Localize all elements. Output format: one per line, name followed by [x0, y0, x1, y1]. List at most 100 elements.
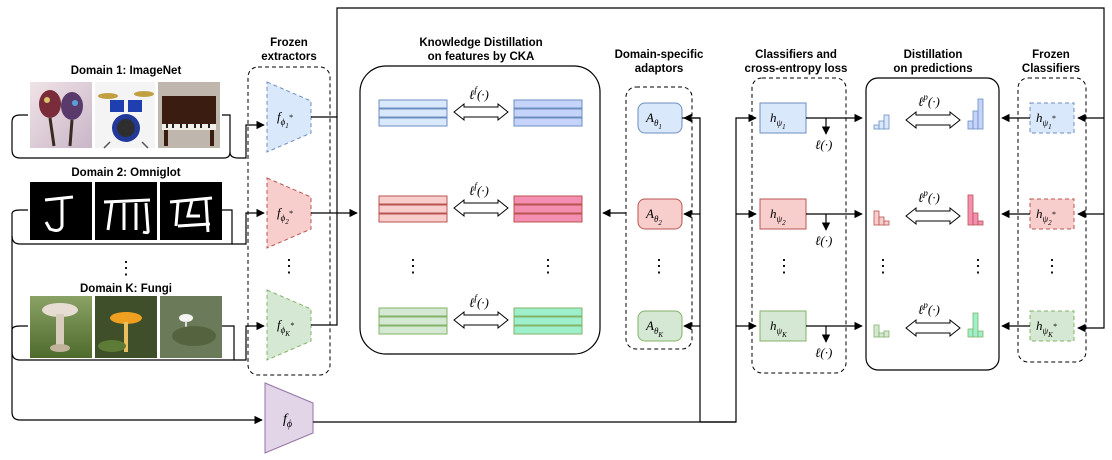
frozen-classifier-1: hψ1* [1029, 102, 1075, 134]
domain-1-images [30, 82, 220, 149]
svg-text:Domain-specific: Domain-specific [615, 49, 704, 61]
svg-text:Frozen: Frozen [270, 37, 308, 49]
domain-2-label: Domain 2: Omniglot [71, 167, 180, 179]
svg-text:Knowledge Distillation: Knowledge Distillation [419, 37, 542, 49]
ce-loss-label-2: ℓ(·) [815, 233, 832, 248]
teacher-feature-bar [513, 325, 583, 335]
teacher-feature-bar [513, 117, 583, 127]
fungi-image-2 [95, 296, 157, 358]
teacher-feature-bar [513, 316, 583, 326]
pred-ellipsis-left: ⋮ [874, 256, 892, 276]
drum-kit-image [95, 82, 155, 149]
svg-text:Classifiers and: Classifiers and [755, 49, 837, 61]
classifier-2: hψ2 ℓ(·) [759, 198, 863, 248]
adaptor-label-1: Aθ1 [645, 110, 662, 131]
adaptor-2: Aθ2 [637, 198, 683, 230]
student-extractor: fϕ [264, 382, 314, 454]
student-extractor-label: fϕ [283, 412, 292, 430]
feature-kd-arrow-1 [453, 102, 509, 122]
fungi-image-1 [30, 296, 92, 358]
teacher-pred-bar [977, 220, 984, 226]
piano-image [158, 82, 220, 148]
frozen-classifiers-group [1017, 77, 1087, 363]
connectors [11, 7, 1105, 425]
teacher-extractor-label-1: fϕ1* [277, 109, 293, 130]
teacher-pred-bar [977, 330, 984, 338]
title-frozen-classifiers: Frozen Classifiers [1022, 49, 1080, 75]
kd-ellipsis-left: ⋮ [404, 256, 422, 276]
student-pred-bar [878, 332, 885, 338]
prediction-loss-label-2: ℓp(·) [918, 188, 940, 205]
kd-ellipsis-right: ⋮ [539, 256, 557, 276]
classifier-1: hψ1 ℓ(·) [759, 102, 863, 152]
svg-text:cross-entropy loss: cross-entropy loss [745, 63, 848, 75]
prediction-loss-label-3: ℓp(·) [918, 300, 940, 317]
prediction-kd-arrow-3 [905, 318, 961, 338]
svg-text:on predictions: on predictions [893, 63, 972, 75]
prediction-kd-arrow-2 [905, 206, 961, 226]
domain-1-label: Domain 1: ImageNet [71, 65, 182, 77]
kd-features-group [359, 65, 601, 355]
teacher-extractor-label-2: fϕ2* [277, 205, 293, 226]
teacher-pred-bar [967, 120, 974, 130]
feature-kd-arrow-3 [453, 310, 509, 330]
frozen-classifier-label-1: hψ1* [1036, 110, 1056, 131]
adaptor-label-2: Aθ2 [645, 206, 662, 227]
title-adaptors: Domain-specific adaptors [615, 49, 704, 75]
student-pred-bar [873, 124, 880, 130]
adaptor-1: Aθ1 [637, 102, 683, 134]
teacher-pred-bar [977, 98, 984, 130]
omniglot-glyph-1 [44, 195, 74, 232]
student-pred-bar [878, 120, 885, 130]
teacher-feature-bar [513, 195, 583, 205]
frozen-classifier-label-2: hψ2* [1036, 206, 1056, 227]
student-feature-bar [378, 316, 448, 326]
student-feature-bar [378, 99, 448, 109]
feature-loss-label-1: ℓf(·) [469, 85, 489, 102]
frozen-classifiers-ellipsis: ⋮ [1043, 256, 1061, 276]
svg-text:Distillation: Distillation [904, 49, 963, 61]
fungi-image-3 [160, 296, 222, 358]
svg-text:extractors: extractors [261, 51, 317, 63]
ce-loss-label-1: ℓ(·) [815, 137, 832, 152]
extractors-ellipsis: ⋮ [280, 256, 298, 276]
teacher-feature-bar [513, 108, 583, 118]
prediction-pair-2: ℓp(·) [873, 188, 984, 226]
feature-pair-3: ℓf(·) [378, 293, 583, 335]
domain-2-images [30, 182, 222, 240]
feature-kd-arrow-2 [453, 198, 509, 218]
title-distill-predictions: Distillation on predictions [893, 49, 972, 75]
svg-text:on features by CKA: on features by CKA [428, 51, 535, 63]
student-pred-bar [883, 220, 890, 226]
teacher-extractor-1: fϕ1* [266, 81, 312, 153]
omniglot-glyph-2 [103, 198, 151, 235]
classifier-label-1: hψ1 [770, 110, 786, 131]
teacher-pred-bar [972, 110, 979, 130]
feature-loss-label-2: ℓf(·) [469, 181, 489, 198]
student-feature-bar [378, 117, 448, 127]
teacher-extractor-2: fϕ2* [266, 177, 312, 249]
prediction-pair-1: ℓp(·) [873, 92, 984, 130]
feature-pair-2: ℓf(·) [378, 181, 583, 223]
teacher-feature-bar [513, 204, 583, 214]
title-frozen-extractors: Frozen extractors [261, 37, 317, 63]
domain-ellipsis: ⋮ [117, 258, 135, 278]
frozen-classifier-3: hψK* [1029, 310, 1075, 342]
adaptors-ellipsis: ⋮ [650, 256, 668, 276]
classifier-label-3: hψK [770, 318, 787, 339]
svg-text:Classifiers: Classifiers [1022, 63, 1080, 75]
adaptors-group [625, 86, 693, 350]
omniglot-glyph-3 [169, 196, 213, 233]
title-kd-features: Knowledge Distillation on features by CK… [419, 37, 542, 63]
classifier-label-2: hψ2 [770, 206, 786, 227]
student-pred-bar [873, 324, 880, 338]
pred-ellipsis-right: ⋮ [969, 256, 987, 276]
adaptor-3: AθK [637, 310, 683, 342]
classifiers-group [751, 77, 847, 374]
student-pred-bar [883, 330, 890, 338]
prediction-kd-arrow-1 [905, 110, 961, 130]
svg-text:adaptors: adaptors [635, 63, 684, 75]
teacher-pred-bar [967, 194, 974, 226]
classifiers-ellipsis: ⋮ [775, 256, 793, 276]
